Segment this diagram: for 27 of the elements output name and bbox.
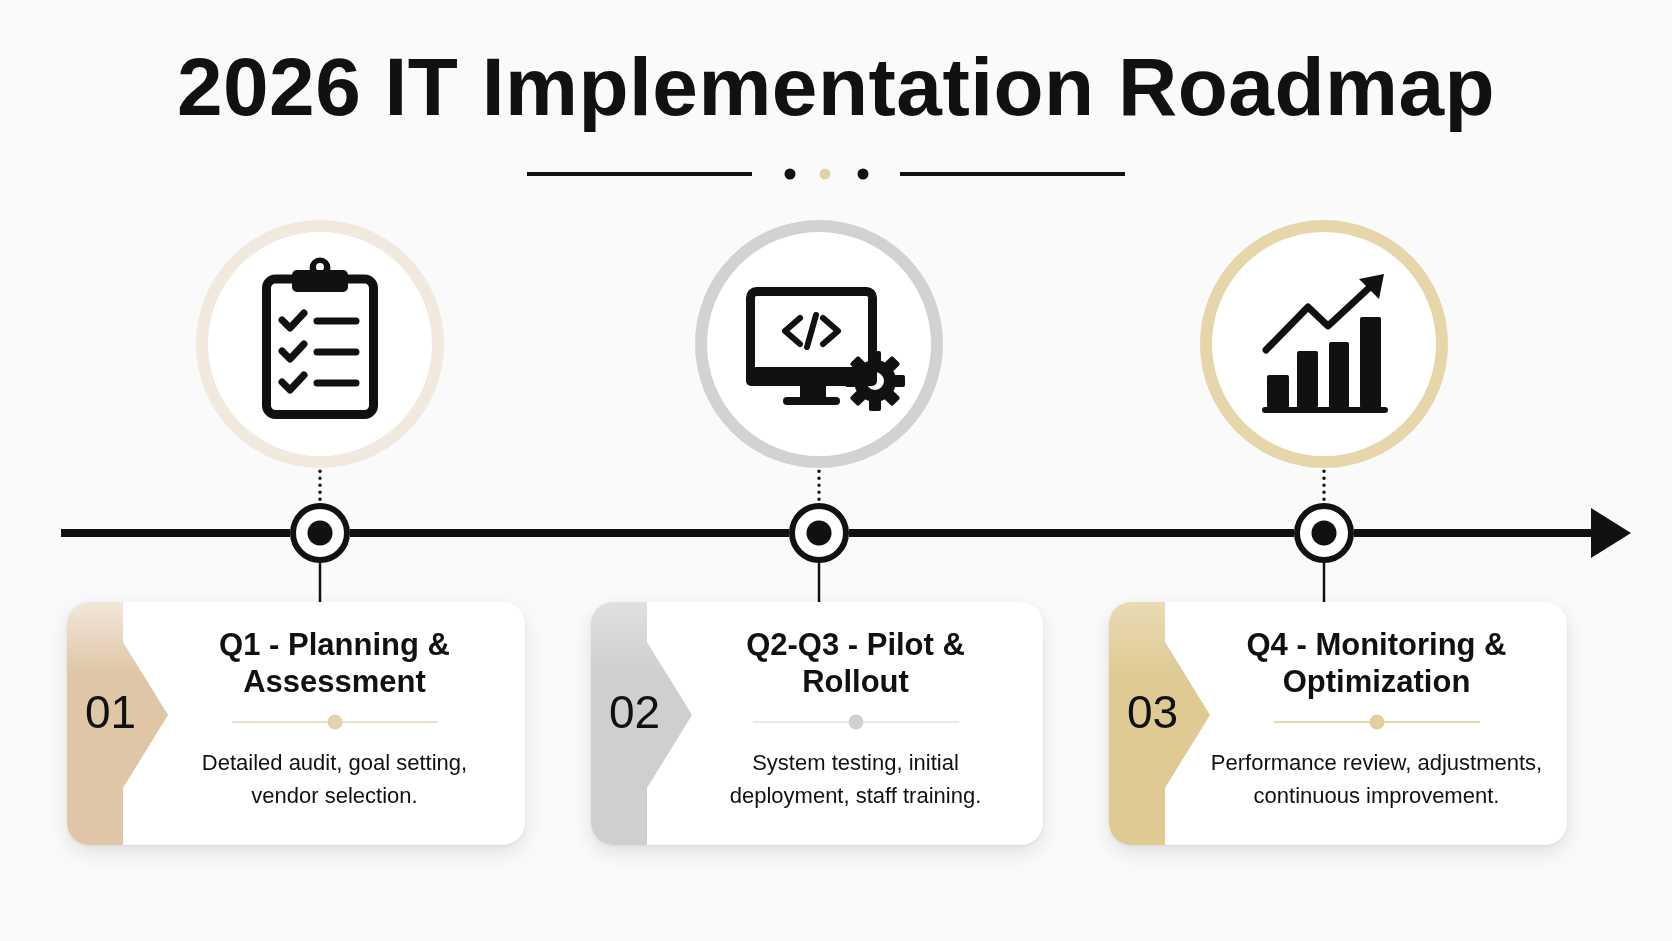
phase-description: System testing, initial deployment, staff training. <box>728 748 983 810</box>
phase-description: Performance review, adjustments, continuous improvement. <box>1209 748 1544 810</box>
timeline-line <box>849 529 1294 537</box>
connector-line <box>318 563 322 602</box>
timeline-line <box>350 529 789 537</box>
phase-title: Q1 - Planning & Assessment <box>218 625 451 700</box>
timeline-marker <box>290 503 350 563</box>
chevron-tab <box>67 602 168 845</box>
dotted-line <box>817 469 821 502</box>
phase-title: Q4 - Monitoring & Optimization <box>1245 625 1508 700</box>
connector-line <box>1322 563 1326 602</box>
step-number: 01 <box>85 688 137 736</box>
phase-card <box>1109 602 1567 845</box>
dotted-line <box>318 469 322 502</box>
chevron-tab <box>591 602 692 845</box>
phase-card <box>67 602 525 845</box>
chevron-tab <box>1109 602 1210 845</box>
timeline-marker <box>789 503 849 563</box>
connector-line <box>817 563 821 602</box>
step-number: 03 <box>1127 688 1179 736</box>
timeline-arrow <box>1354 508 1631 558</box>
phase-card <box>591 602 1043 845</box>
step-number: 02 <box>609 688 661 736</box>
phase-title: Q2-Q3 - Pilot & Rollout <box>745 625 966 700</box>
dotted-line <box>1322 469 1326 502</box>
timeline-marker <box>1294 503 1354 563</box>
phase-description: Detailed audit, goal setting, vendor selection. <box>200 748 469 810</box>
